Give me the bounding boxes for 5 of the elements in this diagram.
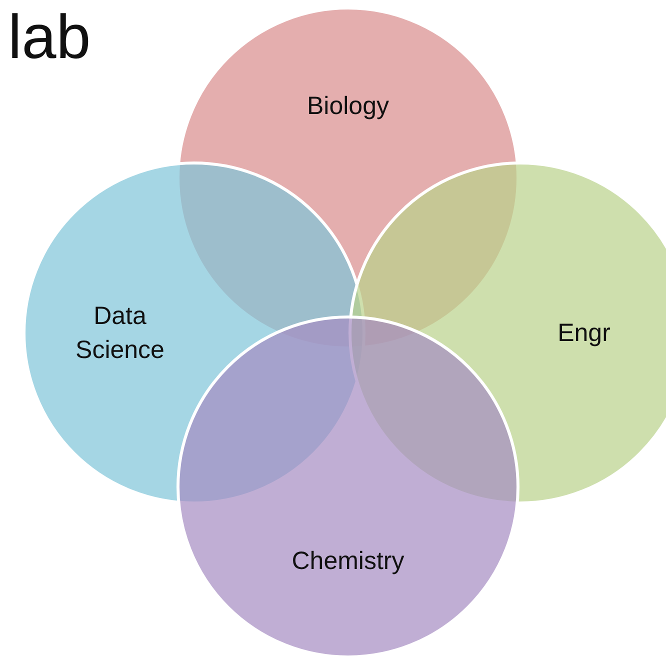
circle-label: Engr: [556, 318, 612, 349]
circle-label: Biology: [306, 91, 390, 122]
title: lab: [8, 2, 91, 73]
circle-label: Data Science: [74, 301, 166, 366]
circle-label: Chemistry: [290, 546, 406, 577]
